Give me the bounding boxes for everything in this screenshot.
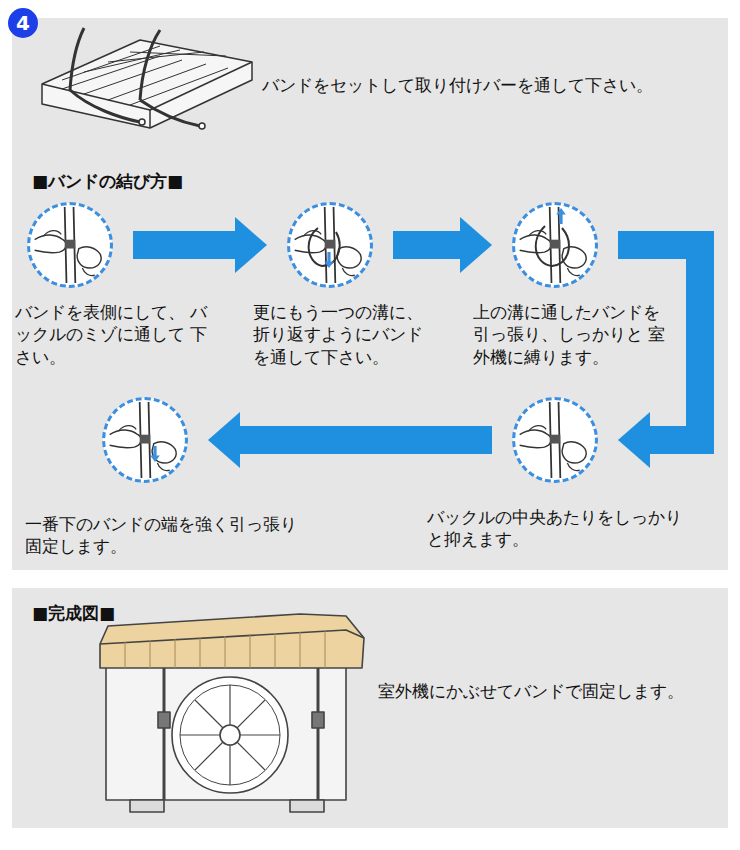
flow-arrow (208, 412, 492, 468)
arrow-head (460, 217, 492, 273)
step-caption: バックルの中央あたりをしっかり と抑えます。 (427, 506, 697, 551)
outdoor-unit-illustration (100, 614, 364, 812)
result-panel: ■完成図■ 室外機にかぶせてバンドで固定します。 (12, 588, 728, 828)
step-caption: 上の溝に通したバンドを 引っ張り、しっかりと 室外機に縛ります。 (473, 301, 675, 368)
instruction-text: 室外機にかぶせてバンドで固定します。 (378, 680, 723, 702)
instruction-text: バンドをセットして取り付けバーを通して下さい。 (262, 74, 722, 96)
arrow-head (618, 412, 650, 468)
section-heading: ■完成図■ (32, 602, 232, 624)
panel-ground (12, 588, 728, 828)
arrow-shaft (393, 231, 462, 259)
flow-arrow (133, 217, 267, 273)
step-circle: バンドを表側にして、 バックルのミゾに通して 下さい。 (27, 202, 113, 288)
section-heading: ■バンドの結び方■ (32, 170, 332, 192)
step-circle: 上の溝に通したバンドを 引っ張り、しっかりと 室外機に縛ります。 (512, 202, 598, 288)
flow-arrow (393, 217, 492, 273)
step-circle: 一番下のバンドの端を強く引っ張り 固定します。 (102, 397, 188, 483)
badge-number: 4 (8, 8, 38, 38)
flow-arrow (618, 245, 700, 468)
instruction-panel: バンドをセットして取り付けバーを通して下さい。■バンドの結び方■4バンドを表側に… (12, 18, 728, 570)
panel-ground (12, 18, 728, 570)
tray-illustration (42, 28, 252, 129)
step-badge: 4 (8, 8, 38, 38)
arrow-head (208, 412, 240, 468)
step-circle: 更にもう一つの溝に、 折り返すようにバンド を通して下さい。 (287, 202, 373, 288)
step-caption: 更にもう一つの溝に、 折り返すようにバンド を通して下さい。 (253, 301, 437, 368)
step-caption: バンドを表側にして、 バックルのミゾに通して 下さい。 (15, 301, 215, 368)
arrow-head (235, 217, 267, 273)
step-caption: 一番下のバンドの端を強く引っ張り 固定します。 (25, 513, 313, 558)
arrow-shaft (133, 231, 237, 259)
arrow-shaft (238, 426, 492, 454)
step-circle: バックルの中央あたりをしっかり と抑えます。 (512, 397, 598, 483)
